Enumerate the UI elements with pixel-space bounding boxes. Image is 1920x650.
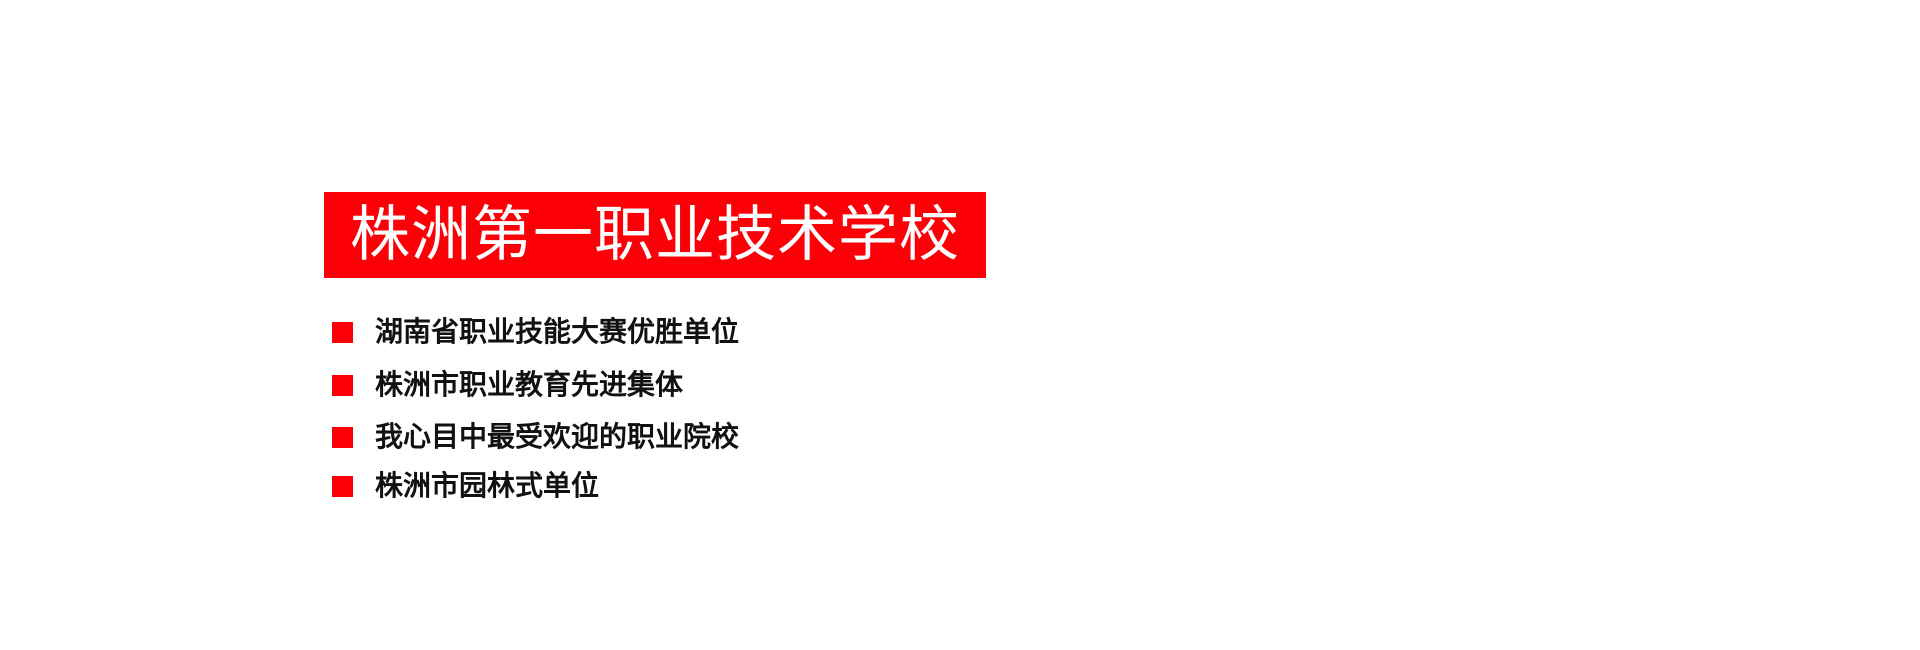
red-square-bullet-icon — [332, 374, 353, 396]
honor-text: 株洲市职业教育先进集体 — [375, 368, 684, 401]
red-square-bullet-icon — [332, 475, 353, 497]
list-item: 株洲市园林式单位 — [332, 466, 599, 506]
school-title-banner: 株洲第一职业技术学校 — [324, 192, 986, 278]
honor-text: 我心目中最受欢迎的职业院校 — [375, 420, 740, 453]
red-square-bullet-icon — [332, 426, 353, 448]
honor-text: 株洲市园林式单位 — [375, 469, 600, 502]
school-title: 株洲第一职业技术学校 — [350, 200, 960, 270]
list-item: 湖南省职业技能大赛优胜单位 — [332, 312, 739, 352]
honor-text: 湖南省职业技能大赛优胜单位 — [375, 315, 740, 348]
list-item: 株洲市职业教育先进集体 — [332, 365, 683, 405]
list-item: 我心目中最受欢迎的职业院校 — [332, 417, 739, 457]
red-square-bullet-icon — [332, 321, 353, 343]
